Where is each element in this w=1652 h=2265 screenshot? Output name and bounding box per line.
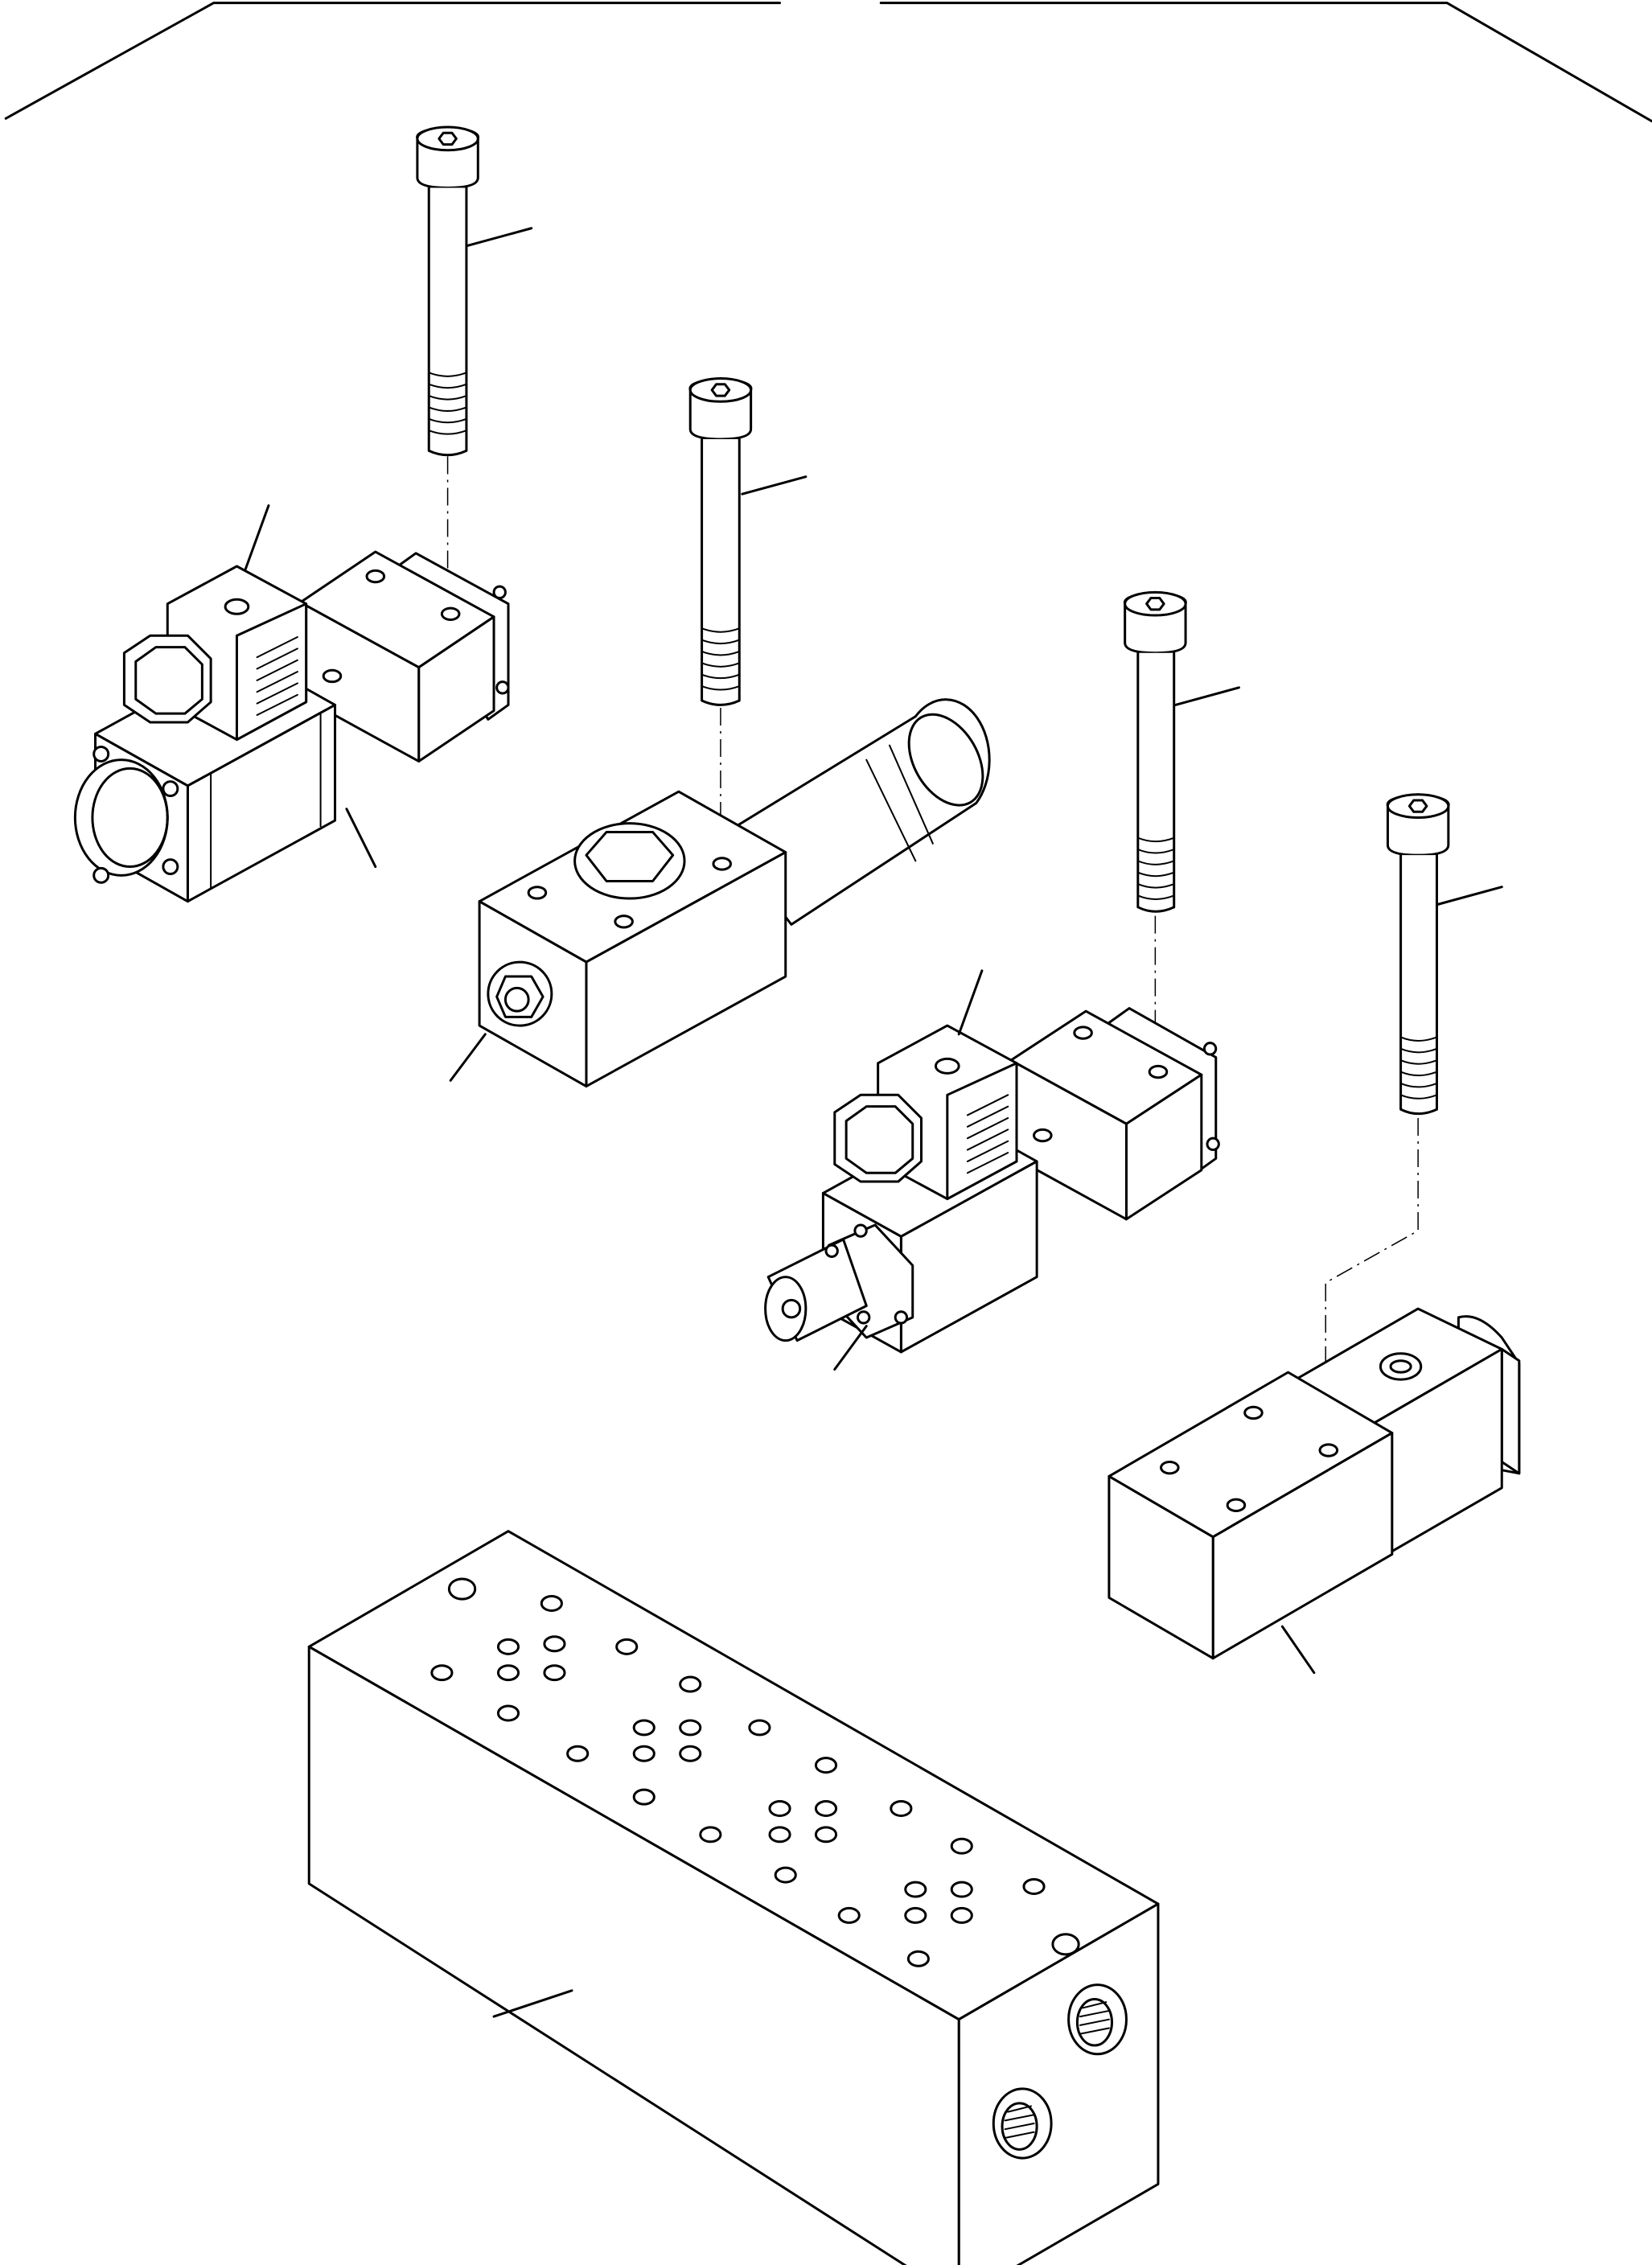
manifold-block <box>309 1531 1158 2265</box>
sheet-frame <box>6 3 1652 121</box>
manifold-port-holes <box>432 1579 1079 1966</box>
leader-lines <box>245 228 1502 2016</box>
cap-screw-4 <box>1325 795 1449 1459</box>
cap-screw-3 <box>1124 592 1186 1071</box>
valve-block-with-cylindrical-solenoid <box>479 700 998 1087</box>
cap-screw-2 <box>690 379 751 864</box>
solenoid-valve-1 <box>75 552 508 902</box>
manifold-side-ports <box>993 1985 1126 2159</box>
solenoid-valve-2 <box>766 1009 1219 1352</box>
cap-screw-1 <box>417 127 479 614</box>
valve-cartridge-block <box>1109 1309 1519 1659</box>
